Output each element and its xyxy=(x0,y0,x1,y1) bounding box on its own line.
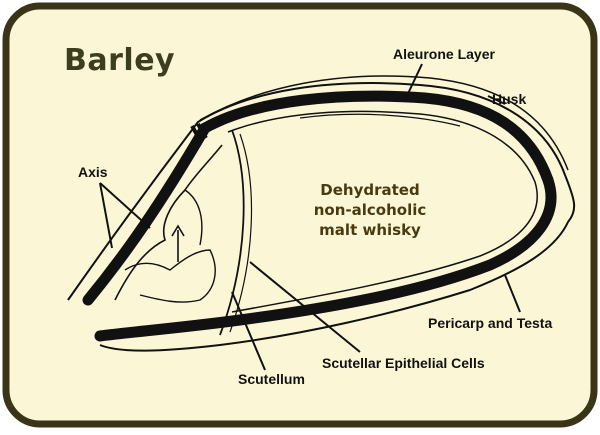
label-scutellum: Scutellum xyxy=(238,372,305,386)
center-text: Dehydrated non-alcoholic malt whisky xyxy=(290,180,450,240)
label-scutellar-epithelial-cells: Scutellar Epithelial Cells xyxy=(322,356,485,370)
label-husk: Husk xyxy=(492,92,526,106)
center-text-line-2: non-alcoholic xyxy=(290,200,450,220)
center-text-line-3: malt whisky xyxy=(290,220,450,240)
diagram-title: Barley xyxy=(64,46,175,76)
center-text-line-1: Dehydrated xyxy=(290,180,450,200)
label-axis: Axis xyxy=(78,165,108,179)
label-aleurone-layer: Aleurone Layer xyxy=(393,47,495,61)
label-pericarp-and-testa: Pericarp and Testa xyxy=(428,316,552,330)
